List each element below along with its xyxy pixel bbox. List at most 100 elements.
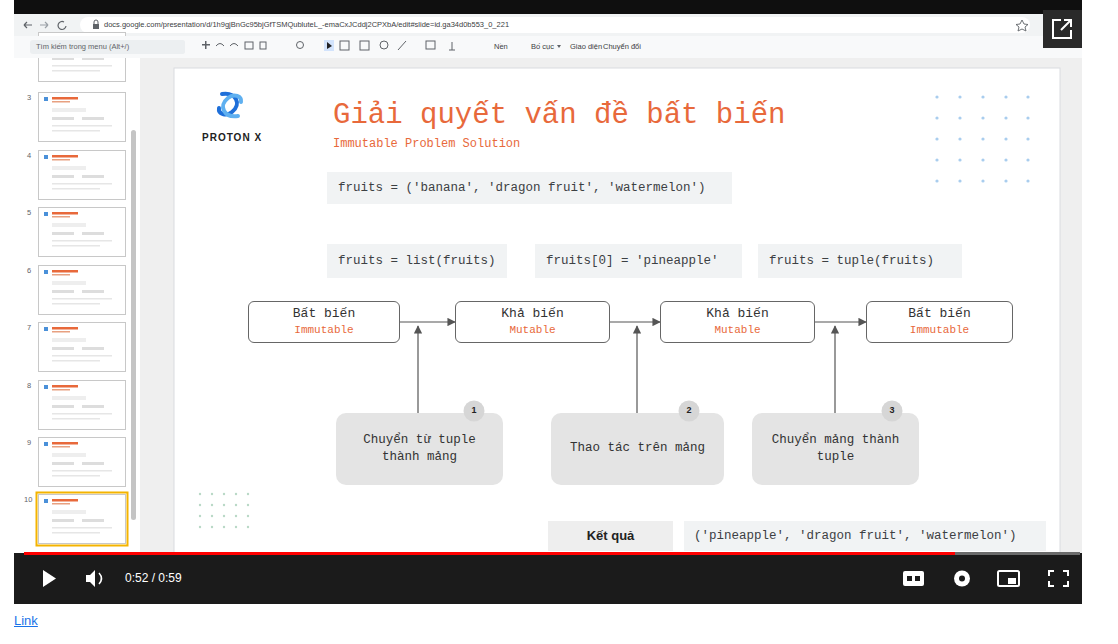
state-subtitle: Immutable bbox=[294, 323, 353, 337]
external-link-button bbox=[1061, 20, 1071, 30]
state-box: Bất biếnImmutable bbox=[866, 301, 1013, 343]
slides-toolbar bbox=[297, 42, 304, 49]
slide-number: 3 bbox=[27, 93, 31, 102]
dot-grid bbox=[211, 515, 213, 517]
slide-number: 5 bbox=[27, 208, 31, 217]
dot-grid bbox=[958, 158, 961, 161]
dot-grid bbox=[1026, 116, 1029, 119]
slides-toolbar bbox=[360, 41, 369, 50]
slides-toolbar bbox=[216, 44, 224, 47]
video-controls bbox=[1049, 571, 1068, 586]
slide-filmstrip bbox=[39, 381, 126, 430]
video-controls bbox=[24, 552, 1080, 555]
slide-filmstrip bbox=[37, 493, 128, 546]
step-box-text: Thao tác trên mảng bbox=[570, 440, 705, 458]
code-box: fruits = list(fruits) bbox=[327, 244, 507, 278]
dot-grid bbox=[981, 137, 984, 140]
browser-chrome bbox=[14, 14, 1082, 36]
link-text: Link bbox=[14, 613, 38, 629]
slides-toolbar bbox=[30, 40, 185, 54]
dot-grid bbox=[235, 504, 237, 506]
dot-grid bbox=[235, 515, 237, 517]
state-subtitle: Mutable bbox=[714, 323, 760, 337]
dot-grid bbox=[199, 493, 249, 528]
toolbar-button: Bố cục bbox=[531, 42, 554, 51]
slides-toolbar bbox=[327, 42, 332, 49]
url-text: docs.google.com/presentation/d/1h9gjBnGc… bbox=[104, 20, 509, 29]
editor-workspace bbox=[140, 58, 1082, 553]
callout-circle bbox=[882, 401, 903, 422]
video-controls bbox=[915, 576, 920, 581]
slide-number: 8 bbox=[27, 381, 31, 390]
pointer-arrow bbox=[636, 326, 637, 413]
state-box-text: Khả biến bbox=[706, 306, 768, 323]
browser-chrome bbox=[80, 17, 1030, 33]
dot-grid bbox=[199, 515, 201, 517]
dot-grid bbox=[935, 158, 938, 161]
slide-subtitle: Immutable Problem Solution bbox=[333, 137, 520, 151]
video-controls bbox=[1008, 578, 1016, 584]
flow-arrow bbox=[610, 321, 660, 322]
dot-grid bbox=[211, 526, 213, 528]
video-controls bbox=[907, 576, 912, 581]
external-link-button bbox=[1053, 20, 1071, 38]
proton-x-logo bbox=[223, 95, 241, 116]
slides-toolbar bbox=[205, 41, 207, 49]
state-box-text: Bất biến bbox=[908, 306, 970, 323]
dot-grid bbox=[1026, 158, 1029, 161]
slide-number: 9 bbox=[27, 438, 31, 447]
dot-grid bbox=[935, 137, 938, 140]
dot-grid bbox=[1026, 179, 1029, 182]
dot-grid bbox=[199, 504, 201, 506]
slides-toolbar bbox=[398, 41, 406, 50]
code-box-text: fruits = ('banana', 'dragon fruit', 'wat… bbox=[338, 180, 706, 196]
dot-grid bbox=[981, 158, 984, 161]
browser-chrome bbox=[24, 22, 32, 28]
dot-grid bbox=[935, 116, 938, 119]
dot-grid bbox=[1026, 137, 1029, 140]
video-controls bbox=[14, 553, 1082, 604]
state-subtitle: Immutable bbox=[910, 323, 969, 337]
code-box: fruits = ('banana', 'dragon fruit', 'wat… bbox=[327, 172, 732, 204]
slides-toolbar bbox=[14, 36, 1082, 58]
slide-number: 7 bbox=[27, 323, 31, 332]
dot-grid bbox=[981, 95, 984, 98]
slide-number: 4 bbox=[27, 151, 31, 160]
slide-title: Giải quyết vấn đề bất biến bbox=[333, 99, 785, 133]
video-controls bbox=[24, 552, 955, 555]
dot-grid bbox=[1004, 179, 1007, 182]
dot-grid bbox=[211, 493, 213, 495]
flow-arrow bbox=[815, 321, 866, 322]
browser-chrome bbox=[1016, 20, 1028, 31]
dot-grid bbox=[981, 179, 984, 182]
callout-number-text: 2 bbox=[686, 405, 691, 417]
code-box-text: fruits = tuple(fruits) bbox=[769, 253, 934, 269]
slide-filmstrip bbox=[39, 323, 126, 372]
callout-circle bbox=[464, 401, 485, 422]
slide-number: 6 bbox=[27, 266, 31, 275]
slide-number: 10 bbox=[24, 495, 32, 504]
dot-grid bbox=[247, 493, 249, 495]
dot-grid bbox=[935, 95, 938, 98]
dot-grid bbox=[935, 179, 938, 182]
dot-grid bbox=[958, 95, 961, 98]
browser-chrome bbox=[40, 22, 48, 28]
dot-grid bbox=[223, 493, 225, 495]
video-controls bbox=[14, 552, 1082, 604]
video-controls bbox=[99, 573, 102, 584]
state-box: Bất biếnImmutable bbox=[248, 301, 400, 343]
callout-number-text: 1 bbox=[471, 405, 476, 417]
code-box: fruits = tuple(fruits) bbox=[758, 244, 962, 278]
dot-grid bbox=[199, 526, 201, 528]
flow-arrow bbox=[400, 321, 455, 322]
slides-toolbar bbox=[426, 41, 435, 49]
dot-grid bbox=[223, 526, 225, 528]
callout-number: 2 bbox=[678, 400, 700, 422]
result-box-text: ('pineapple', 'dragon fruit', 'watermelo… bbox=[694, 528, 1017, 544]
video-top-strip bbox=[14, 0, 1082, 14]
editor-workspace bbox=[174, 68, 1060, 553]
toolbar-button: Chuyển đổi bbox=[603, 42, 641, 51]
state-box-text: Khả biến bbox=[501, 306, 563, 323]
dot-grid bbox=[958, 137, 961, 140]
slide-filmstrip bbox=[39, 495, 126, 544]
